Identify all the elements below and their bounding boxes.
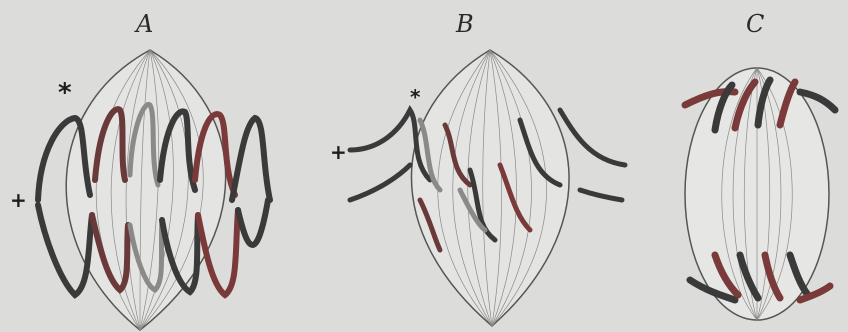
spindle-c — [685, 68, 829, 320]
panel-label-a: A — [136, 10, 153, 38]
asterisk-marker-b: * — [410, 85, 420, 109]
panel-label-c: C — [746, 10, 764, 38]
panel-label-b: B — [456, 10, 474, 38]
asterisk-marker-a: * — [58, 78, 72, 108]
plus-marker-b: + — [330, 140, 347, 164]
plus-marker-a: + — [10, 188, 27, 212]
